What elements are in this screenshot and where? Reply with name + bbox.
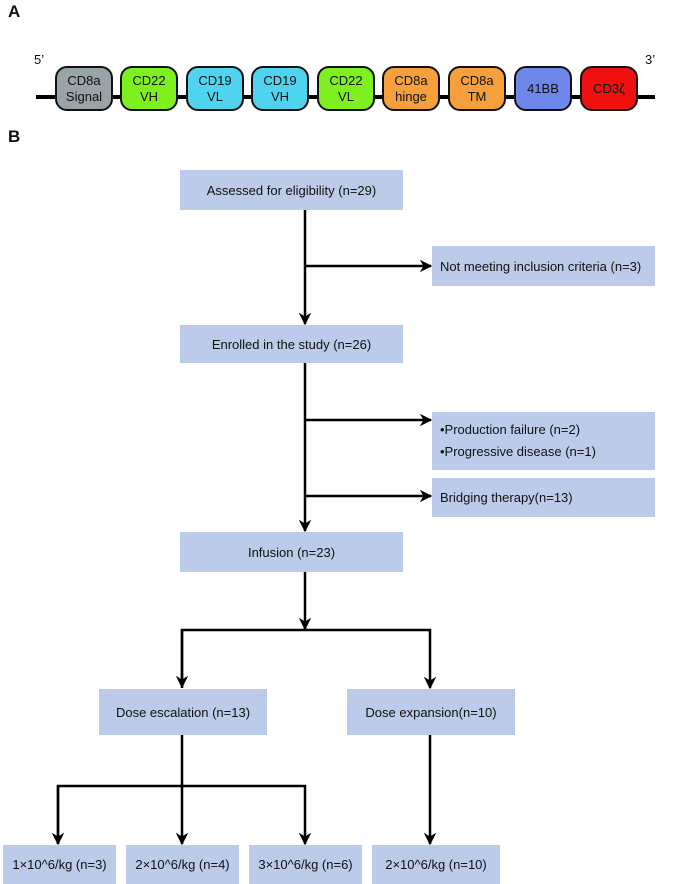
construct-domain: CD3ζ xyxy=(580,66,638,111)
panel-b-label: B xyxy=(8,127,21,146)
domain-label: VH xyxy=(139,88,159,104)
assessed-box: Assessed for eligibility (n=29) xyxy=(180,170,403,210)
domain-label: CD8a xyxy=(460,72,494,88)
five-prime-label: 5’ xyxy=(34,52,45,67)
domain-label: VH xyxy=(270,88,290,104)
domain-label: Signal xyxy=(65,88,103,104)
construct-domain: 41BB xyxy=(514,66,572,111)
dose-escalation-box: Dose escalation (n=13) xyxy=(99,689,267,735)
enrolled-box: Enrolled in the study (n=26) xyxy=(180,325,403,363)
dose-level-box: 2×10^6/kg (n=4) xyxy=(126,845,239,884)
domain-label: 41BB xyxy=(527,80,559,96)
domain-label: CD3ζ xyxy=(593,80,625,96)
domain-label: TM xyxy=(467,88,487,104)
domain-label: hinge xyxy=(395,88,427,104)
three-prime-label: 3’ xyxy=(645,52,656,67)
arrow-to-expansion xyxy=(180,628,437,690)
domain-label: CD22 xyxy=(329,72,363,88)
domain-label: CD22 xyxy=(132,72,166,88)
domain-label: CD8a xyxy=(67,72,101,88)
exclusion-item: •Progressive disease (n=1) xyxy=(440,444,596,459)
dose-expansion-box: Dose expansion(n=10) xyxy=(347,689,515,735)
domain-label: VL xyxy=(207,88,223,104)
dose-level-box: 3×10^6/kg (n=6) xyxy=(249,845,362,884)
domain-label: VL xyxy=(338,88,354,104)
exclusion-item: •Production failure (n=2) xyxy=(440,422,581,437)
domain-label: CD8a xyxy=(394,72,428,88)
panel-a-label: A xyxy=(8,2,21,21)
bridging-box: Bridging therapy(n=13) xyxy=(432,478,655,517)
infusion-box: Infusion (n=23) xyxy=(180,532,403,572)
expansion-level-box: 2×10^6/kg (n=10) xyxy=(372,845,500,884)
domain-label: CD19 xyxy=(198,72,232,88)
domain-label: CD19 xyxy=(263,72,297,88)
not-meeting-box: Not meeting inclusion criteria (n=3) xyxy=(432,246,655,286)
exclusions-box: •Production failure (n=2) •Progressive d… xyxy=(432,412,655,470)
dose-level-box: 1×10^6/kg (n=3) xyxy=(3,845,116,884)
